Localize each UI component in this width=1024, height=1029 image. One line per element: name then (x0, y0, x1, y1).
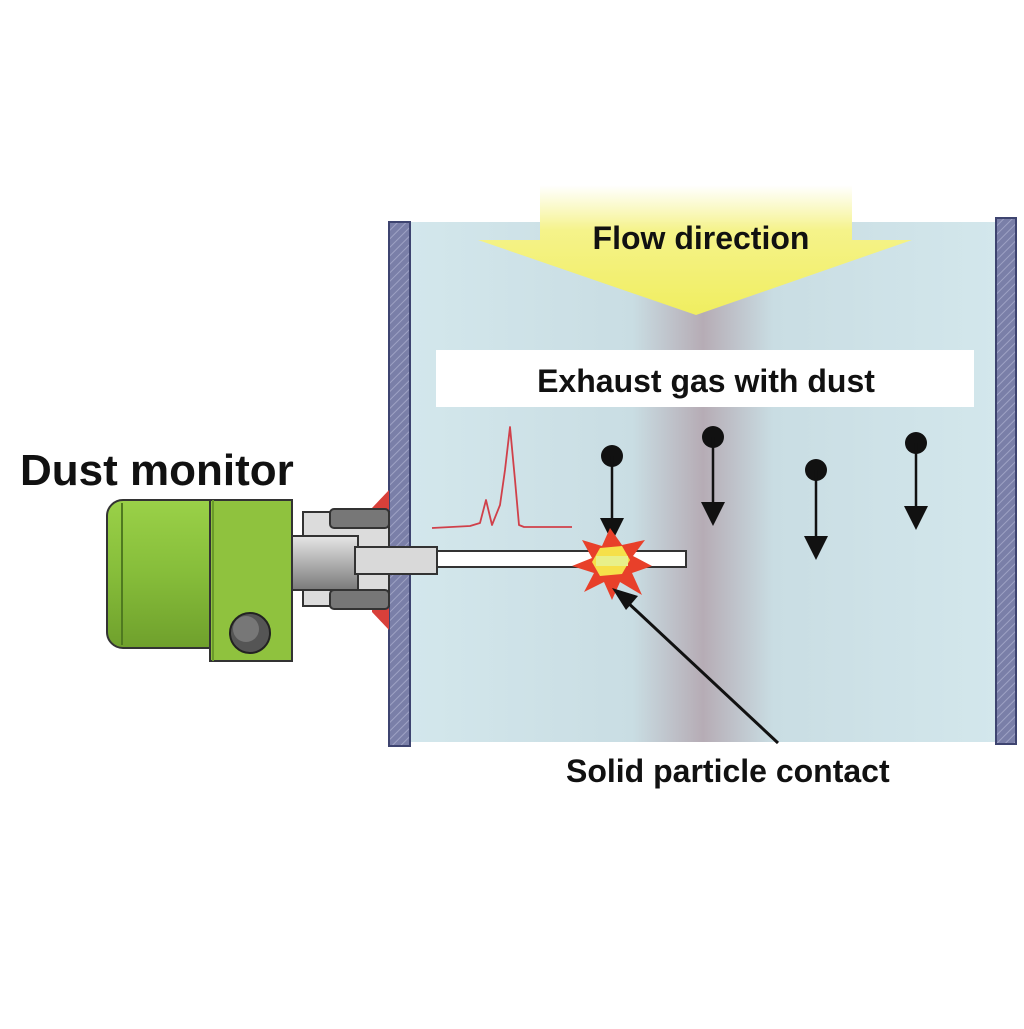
falling-dust-particle-icon (600, 445, 624, 542)
falling-dust-particle-icon (804, 459, 828, 560)
contact-pointer-line (623, 598, 780, 745)
contact-pointer-arrowhead (612, 588, 638, 610)
duct-right-wall (995, 217, 1017, 745)
dust-monitor-device (106, 499, 293, 662)
sensor-probe-rod (354, 546, 438, 575)
particle-contact-label: Solid particle contact (566, 753, 890, 789)
flow-direction-arrow (478, 185, 912, 315)
duct-left-wall (388, 221, 411, 747)
falling-dust-particle-icon (904, 432, 928, 530)
impact-burst-icon (572, 528, 652, 600)
exhaust-gas-label-box (436, 350, 974, 407)
exhaust-gas-label: Exhaust gas with dust (537, 363, 875, 399)
signal-waveform-icon (431, 426, 572, 529)
falling-dust-particle-icon (701, 426, 725, 526)
flow-direction-label: Flow direction (593, 220, 810, 256)
dust-monitor-label: Dust monitor (20, 446, 294, 495)
